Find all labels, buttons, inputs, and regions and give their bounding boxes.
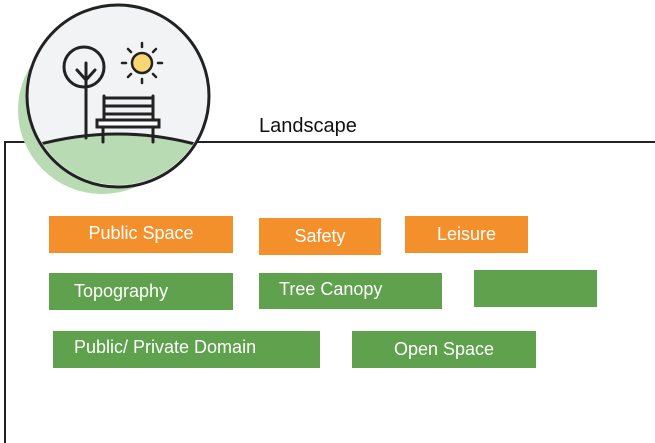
section-title: Landscape bbox=[259, 115, 357, 137]
hill-outline bbox=[29, 132, 207, 152]
tag-open-space[interactable]: Open Space bbox=[352, 331, 536, 368]
frame-left-border bbox=[4, 141, 6, 443]
tag-safety[interactable]: Safety bbox=[259, 218, 381, 255]
tag-blank[interactable] bbox=[474, 270, 597, 307]
tag-leisure[interactable]: Leisure bbox=[405, 216, 528, 253]
tree-icon bbox=[62, 45, 106, 140]
park-emblem-icon bbox=[18, 3, 211, 194]
sun-icon bbox=[120, 41, 164, 85]
tag-public-private-domain[interactable]: Public/ Private Domain bbox=[53, 331, 320, 368]
frame-top-border bbox=[4, 141, 655, 143]
tag-tree-canopy[interactable]: Tree Canopy bbox=[259, 273, 442, 309]
tag-topography[interactable]: Topography bbox=[49, 273, 233, 310]
tag-public-space[interactable]: Public Space bbox=[49, 216, 233, 253]
bench-icon bbox=[95, 94, 161, 144]
